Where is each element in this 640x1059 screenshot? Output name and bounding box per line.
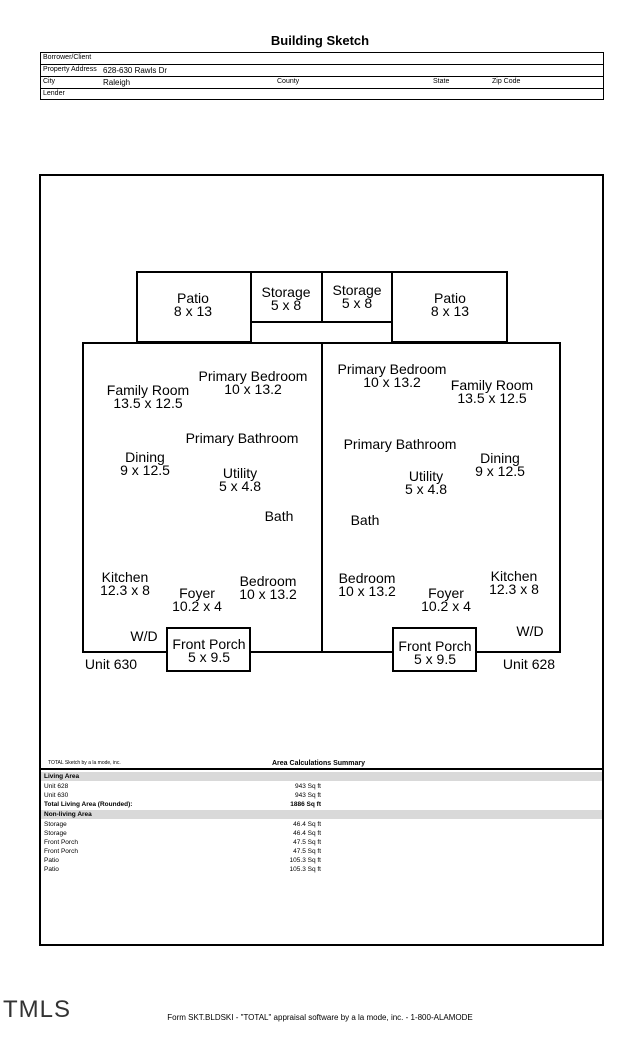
- lender-label: Lender: [43, 90, 65, 97]
- bath-left-label: Bath: [264, 508, 294, 524]
- primary-bathroom-left-label: Primary Bathroom: [185, 430, 299, 446]
- total-living-row: Total Living Area (Rounded):1886 Sq ft: [44, 801, 321, 808]
- software-note: TOTAL Sketch by a la mode, inc.: [48, 760, 121, 766]
- wd-right-label: W/D: [516, 623, 544, 639]
- summary-divider: [39, 768, 604, 770]
- unit-630-label: Unit 630: [84, 656, 138, 672]
- state-label: State: [433, 78, 450, 85]
- address-row: Property Address 628-630 Rawls Dr: [41, 65, 603, 77]
- porch-right-wall: [392, 627, 477, 672]
- lender-row: Lender: [41, 89, 603, 101]
- living-area-header: Living Area: [41, 772, 602, 781]
- address-value: 628-630 Rawls Dr: [103, 66, 168, 75]
- borrower-row: Borrower/Client: [41, 53, 603, 65]
- city-label: City: [43, 78, 56, 85]
- sketch-frame: [39, 174, 604, 946]
- property-header: Borrower/Client Property Address 628-630…: [40, 52, 604, 100]
- county-label: County: [277, 78, 300, 85]
- form-footer: Form SKT.BLDSKI - "TOTAL" appraisal soft…: [167, 1013, 473, 1022]
- page-title: Building Sketch: [270, 33, 370, 48]
- nonliving-area-header: Non-living Area: [41, 810, 602, 819]
- bath-right-label: Bath: [350, 512, 380, 528]
- mls-logo: TMLS: [3, 996, 72, 1023]
- address-label: Property Address: [43, 66, 97, 73]
- summary-title: Area Calculations Summary: [272, 760, 365, 767]
- borrower-label: Borrower/Client: [43, 54, 92, 61]
- primary-bathroom-right-label: Primary Bathroom: [343, 436, 457, 452]
- city-row: City Raleigh County State Zip Code: [41, 77, 603, 89]
- wd-left-label: W/D: [130, 628, 158, 644]
- zip-label: Zip Code: [492, 78, 521, 85]
- city-value: Raleigh: [103, 78, 131, 87]
- unit-628-label: Unit 628: [502, 656, 556, 672]
- porch-left-wall: [166, 627, 251, 672]
